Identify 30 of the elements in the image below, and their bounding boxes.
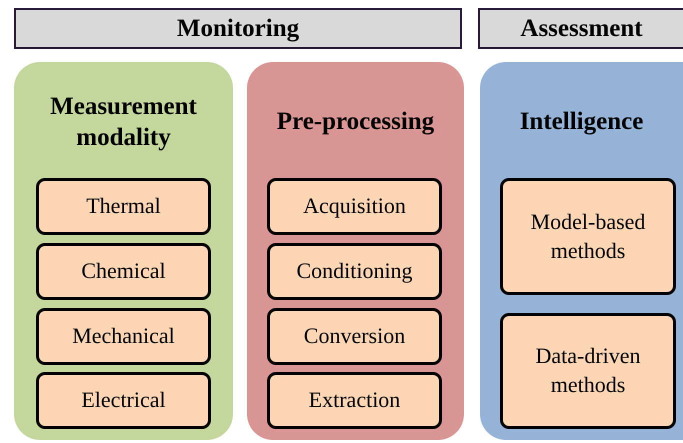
method-box	[267, 308, 442, 365]
panel-heading: Intelligence	[518, 107, 644, 138]
box-label: Mechanical	[72, 322, 175, 350]
box-label: Acquisition	[303, 192, 406, 220]
category-panel	[480, 62, 683, 440]
header-title: Monitoring	[176, 14, 300, 42]
method-box	[500, 178, 676, 295]
box-label: Chemical	[81, 257, 166, 286]
method-box	[500, 313, 676, 429]
box-label: Conditioning	[296, 257, 413, 286]
method-box	[267, 243, 442, 300]
method-box	[36, 178, 211, 235]
category-panel	[247, 62, 464, 440]
category-panel	[14, 62, 233, 440]
method-box	[267, 372, 442, 429]
method-box	[36, 372, 211, 429]
method-box	[267, 178, 442, 235]
method-box	[36, 308, 211, 365]
box-label: Electrical	[81, 386, 166, 414]
box-label: Data-driven methods	[534, 342, 642, 399]
panel-heading: Pre-processing	[276, 107, 436, 138]
box-label: Conversion	[304, 322, 406, 350]
header-title: Assessment	[520, 14, 643, 42]
method-box	[36, 243, 211, 300]
section-header	[14, 8, 462, 49]
box-label: Extraction	[308, 386, 400, 414]
section-header	[478, 8, 683, 49]
panel-heading: Measurement modality	[49, 92, 198, 153]
box-label: Model-based methods	[530, 208, 646, 264]
box-label: Thermal	[86, 192, 161, 220]
